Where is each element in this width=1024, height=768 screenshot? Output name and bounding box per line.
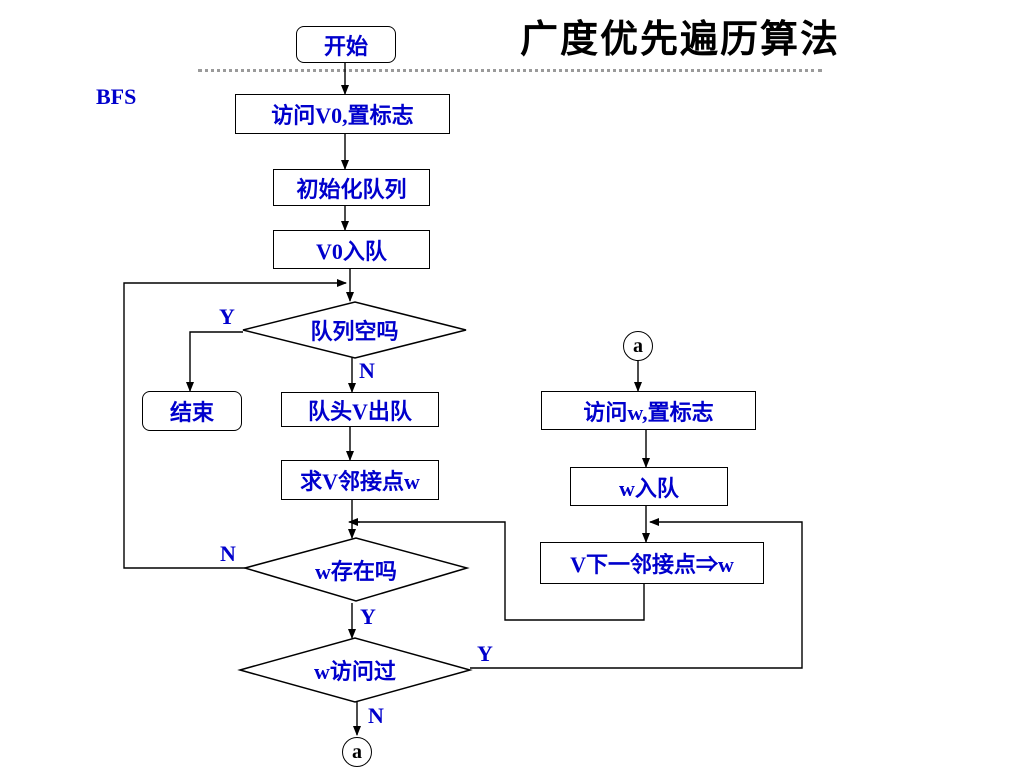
process-find-adjacent: 求V邻接点w xyxy=(281,460,439,500)
connector-a-top: a xyxy=(623,331,653,361)
label-empty-yes: Y xyxy=(219,304,235,329)
label-visited-no: N xyxy=(368,703,384,728)
page-title: 广度优先遍历算法 xyxy=(520,16,841,61)
start-terminal: 开始 xyxy=(296,26,396,63)
arrow-next-loop xyxy=(352,521,645,621)
end-terminal: 结束 xyxy=(142,391,242,431)
title-divider xyxy=(198,69,822,72)
process-enqueue-w: w入队 xyxy=(570,467,728,506)
arrow-exists-no-loop xyxy=(123,279,347,569)
decision-queue-empty xyxy=(242,301,467,359)
process-next-adjacent: V下一邻接点⇒w xyxy=(540,542,764,584)
connector-a-bottom: a xyxy=(342,737,372,767)
process-enqueue-v0: V0入队 xyxy=(273,230,430,269)
process-visit-v0: 访问V0,置标志 xyxy=(235,94,450,134)
arrow-empty-yes xyxy=(186,331,243,392)
label-exists-yes: Y xyxy=(360,604,376,629)
arrow-visited-yes-loop xyxy=(470,518,803,669)
process-init-queue: 初始化队列 xyxy=(273,169,430,206)
label-visited-yes: Y xyxy=(477,641,493,666)
process-dequeue-v: 队头V出队 xyxy=(281,392,439,427)
label-empty-no: N xyxy=(359,358,375,383)
process-visit-w: 访问w,置标志 xyxy=(541,391,756,430)
decision-w-visited xyxy=(237,637,473,703)
bfs-label: BFS xyxy=(96,84,137,109)
decision-w-exists xyxy=(242,537,470,602)
label-exists-no: N xyxy=(220,541,236,566)
